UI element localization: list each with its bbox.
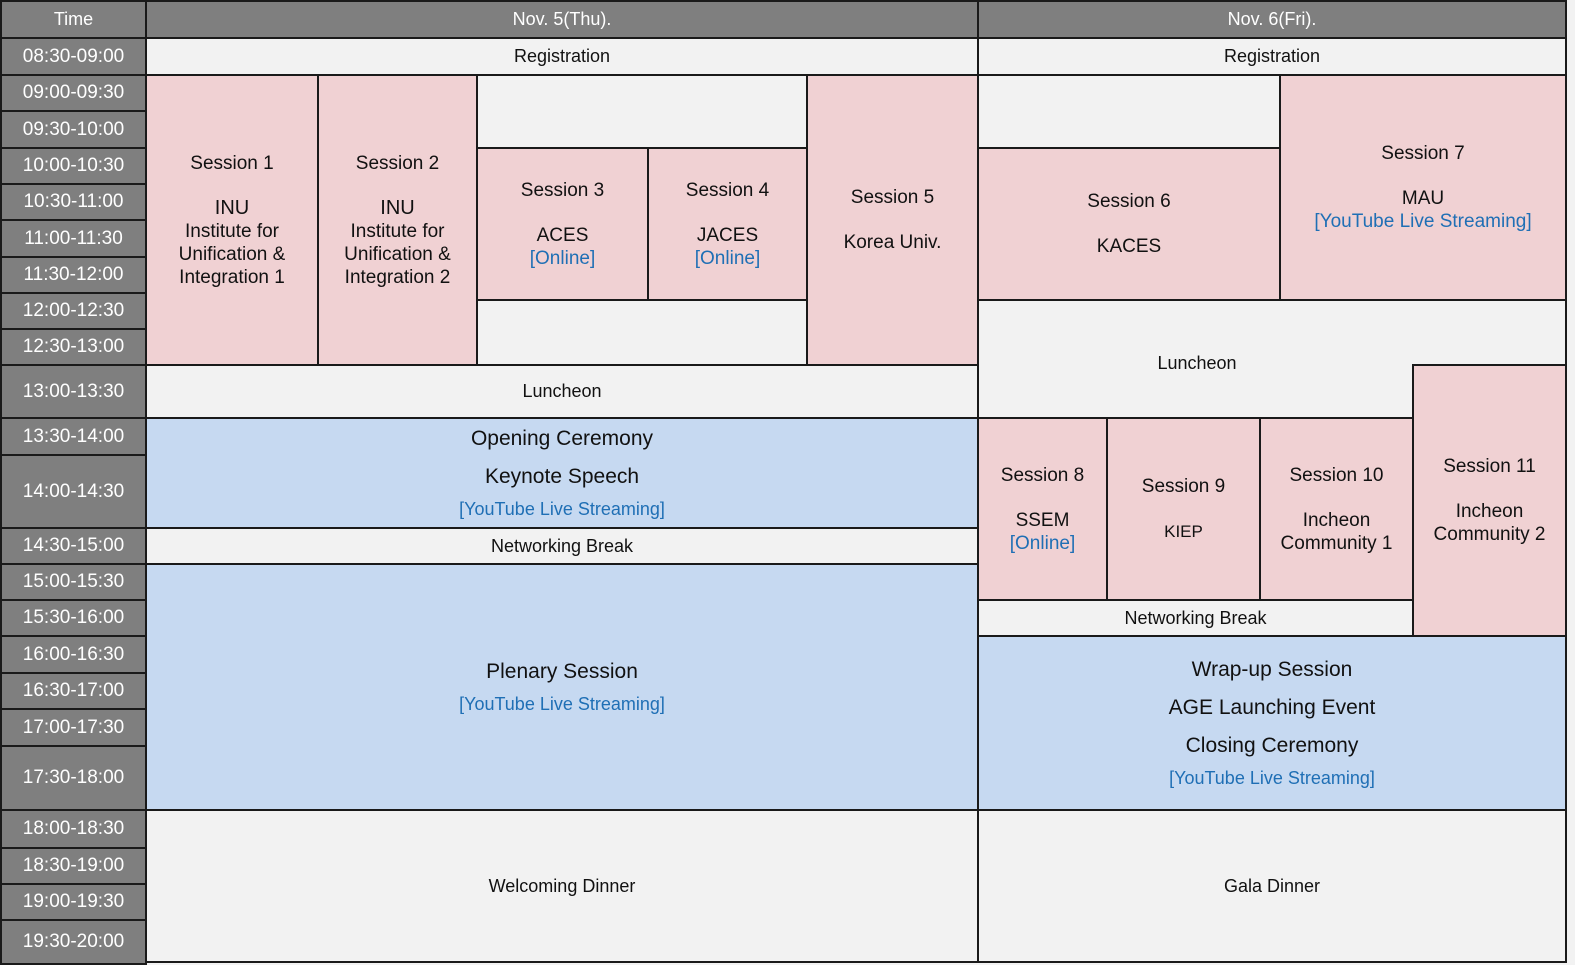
day2-wrapup-session: Wrap-up Session AGE Launching Event Clos… xyxy=(977,635,1567,811)
session4-online-note: [Online] xyxy=(694,247,761,269)
time-slot: 17:00-17:30 xyxy=(0,708,147,747)
session3-online-note: [Online] xyxy=(529,247,596,269)
day1-session1: Session 1 INU Institute for Unification … xyxy=(145,74,319,366)
time-slot: 11:00-11:30 xyxy=(0,219,147,258)
session1-line1: Institute for xyxy=(185,220,279,242)
session6-org: KACES xyxy=(1096,236,1162,257)
keynote-speech-label: Keynote Speech xyxy=(484,464,640,488)
header-day1: Nov. 5(Thu). xyxy=(145,0,979,39)
time-slot: 10:00-10:30 xyxy=(0,147,147,185)
wrapup-session-label: Wrap-up Session xyxy=(1191,657,1353,681)
session8-online-note: [Online] xyxy=(1009,532,1076,554)
day2-session6: Session 6 KACES xyxy=(977,147,1281,301)
session1-org: INU xyxy=(214,196,250,219)
time-slot: 18:00-18:30 xyxy=(0,809,147,849)
day1-registration: Registration xyxy=(145,37,979,76)
session6-title: Session 6 xyxy=(1087,191,1171,212)
session7-org: MAU xyxy=(1401,188,1445,209)
time-slot: 15:00-15:30 xyxy=(0,563,147,601)
day2-session7: Session 7 MAU [YouTube Live Streaming] xyxy=(1279,74,1567,301)
time-slot: 11:30-12:00 xyxy=(0,256,147,294)
session2-line2: Unification & xyxy=(344,243,451,265)
age-launching-event-label: AGE Launching Event xyxy=(1168,695,1376,719)
session5-title: Session 5 xyxy=(850,187,935,208)
day2-networking-break: Networking Break xyxy=(977,599,1414,637)
header-day2: Nov. 6(Fri). xyxy=(977,0,1567,39)
plenary-session-label: Plenary Session xyxy=(486,659,638,683)
time-slot: 09:00-09:30 xyxy=(0,74,147,112)
session9-title: Session 9 xyxy=(1141,476,1226,497)
time-slot: 14:00-14:30 xyxy=(0,454,147,529)
time-slot: 19:30-20:00 xyxy=(0,919,147,965)
session10-title: Session 10 xyxy=(1289,464,1384,486)
session7-title: Session 7 xyxy=(1381,143,1465,164)
time-slot: 15:30-16:00 xyxy=(0,599,147,637)
session8-title: Session 8 xyxy=(1000,464,1085,486)
session2-org: INU xyxy=(380,196,415,219)
day2-morning-empty xyxy=(977,74,1281,149)
session3-title: Session 3 xyxy=(520,179,605,201)
day1-opening-ceremony: Opening Ceremony Keynote Speech [YouTube… xyxy=(145,417,979,529)
opening-youtube-stream: [YouTube Live Streaming] xyxy=(459,498,665,519)
time-slot: 10:30-11:00 xyxy=(0,183,147,221)
time-slot: 09:30-10:00 xyxy=(0,110,147,149)
time-slot: 18:30-19:00 xyxy=(0,847,147,885)
session11-line1: Incheon xyxy=(1455,501,1524,522)
closing-ceremony-label: Closing Ceremony xyxy=(1185,733,1359,757)
time-slot: 14:30-15:00 xyxy=(0,527,147,565)
time-slot: 08:30-09:00 xyxy=(0,37,147,76)
day1-session3: Session 3 ACES [Online] xyxy=(476,147,649,301)
day2-session9: Session 9 KIEP xyxy=(1106,417,1261,601)
session10-line1: Incheon xyxy=(1302,509,1371,531)
session11-title: Session 11 xyxy=(1443,456,1536,477)
session1-line3: Integration 1 xyxy=(179,266,285,288)
time-slot: 17:30-18:00 xyxy=(0,745,147,811)
plenary-youtube-stream: [YouTube Live Streaming] xyxy=(459,693,665,714)
day2-luncheon-label: Luncheon xyxy=(1157,353,1237,373)
day1-plenary-session: Plenary Session [YouTube Live Streaming] xyxy=(145,563,979,811)
opening-ceremony-label: Opening Ceremony xyxy=(470,426,654,450)
day1-session2: Session 2 INU Institute for Unification … xyxy=(317,74,478,366)
session4-org: JACES xyxy=(696,224,759,246)
day2-session8: Session 8 SSEM [Online] xyxy=(977,417,1108,601)
session2-line1: Institute for xyxy=(350,220,445,242)
day2-registration: Registration xyxy=(977,37,1567,76)
day2-gala-dinner: Gala Dinner xyxy=(977,809,1567,963)
session10-line2: Community 1 xyxy=(1280,532,1393,554)
session9-org: KIEP xyxy=(1164,522,1203,541)
day2-session11: Session 11 Incheon Community 2 xyxy=(1412,364,1567,637)
day2-session10: Session 10 Incheon Community 1 xyxy=(1259,417,1414,601)
session11-line2: Community 2 xyxy=(1433,524,1546,545)
session3-org: ACES xyxy=(536,224,589,246)
session8-org: SSEM xyxy=(1015,509,1070,531)
time-slot: 16:00-16:30 xyxy=(0,635,147,674)
day1-session4: Session 4 JACES [Online] xyxy=(647,147,808,301)
session5-org: Korea Univ. xyxy=(843,232,942,253)
time-slot: 19:00-19:30 xyxy=(0,883,147,921)
session2-title: Session 2 xyxy=(355,152,440,174)
time-slot: 13:00-13:30 xyxy=(0,364,147,419)
time-slot: 12:00-12:30 xyxy=(0,292,147,330)
time-slot: 12:30-13:00 xyxy=(0,328,147,366)
session1-title: Session 1 xyxy=(190,152,274,174)
session4-title: Session 4 xyxy=(685,179,770,201)
day1-luncheon: Luncheon xyxy=(145,364,979,419)
day1-welcoming-dinner: Welcoming Dinner xyxy=(145,809,979,963)
session1-line2: Unification & xyxy=(178,243,286,265)
header-time: Time xyxy=(0,0,147,39)
time-slot: 13:30-14:00 xyxy=(0,417,147,456)
day1-networking-break: Networking Break xyxy=(145,527,979,565)
session2-line3: Integration 2 xyxy=(344,266,451,288)
wrapup-youtube-stream: [YouTube Live Streaming] xyxy=(1169,767,1375,788)
time-slot: 16:30-17:00 xyxy=(0,672,147,710)
session7-youtube-stream: [YouTube Live Streaming] xyxy=(1314,211,1532,232)
day1-session5: Session 5 Korea Univ. xyxy=(806,74,979,366)
